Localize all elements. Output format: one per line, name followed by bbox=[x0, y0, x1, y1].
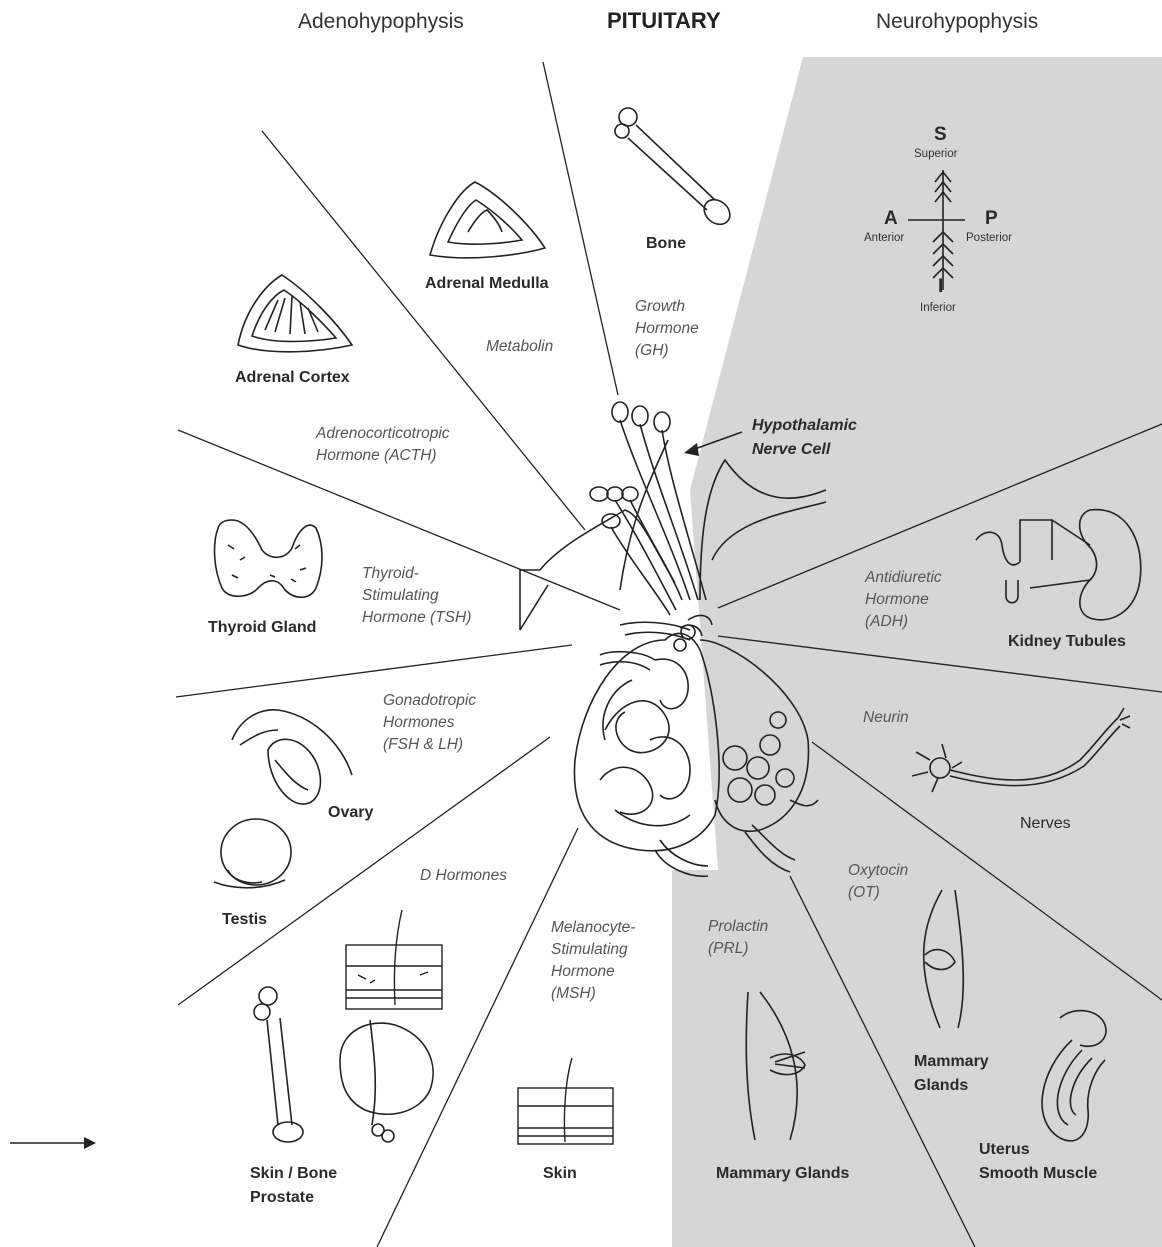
tsh-label: Thyroid- Stimulating Hormone (TSH) bbox=[362, 563, 471, 629]
gonadotropic-line-1: Gonadotropic bbox=[383, 690, 476, 712]
superior-letter: S bbox=[934, 124, 947, 146]
inferior-letter: I bbox=[938, 276, 943, 298]
hypothalamic-nerve-cell-label: Hypothalamic Nerve Cell bbox=[752, 414, 857, 462]
tsh-line-1: Thyroid- bbox=[362, 563, 471, 585]
prolactin-label: Prolactin (PRL) bbox=[708, 916, 768, 960]
gonadotropic-line-2: Hormones bbox=[383, 712, 476, 734]
testis-illustration bbox=[214, 819, 291, 888]
bone-illustration bbox=[615, 108, 735, 229]
adh-line-1: Antidiuretic bbox=[865, 567, 942, 589]
tsh-line-3: Hormone (TSH) bbox=[362, 607, 471, 629]
ovary-label: Ovary bbox=[328, 801, 373, 825]
msh-line-1: Melanocyte- bbox=[551, 917, 635, 939]
metabolin-label: Metabolin bbox=[486, 336, 553, 358]
skin-section-illustration-upper bbox=[346, 910, 442, 1009]
adrenal-medulla-label: Adrenal Medulla bbox=[425, 272, 549, 296]
adenohypophysis-heading: Adenohypophysis bbox=[298, 10, 464, 34]
smooth-muscle-line: Smooth Muscle bbox=[979, 1162, 1097, 1186]
adh-label: Antidiuretic Hormone (ADH) bbox=[865, 567, 942, 633]
gh-line-2: Hormone bbox=[635, 318, 699, 340]
testis-label: Testis bbox=[222, 908, 267, 932]
prl-line-2: (PRL) bbox=[708, 938, 768, 960]
gonadotropic-label: Gonadotropic Hormones (FSH & LH) bbox=[383, 690, 476, 756]
prl-line-1: Prolactin bbox=[708, 916, 768, 938]
adrenal-cortex-illustration bbox=[238, 275, 352, 352]
adh-line-2: Hormone bbox=[865, 589, 942, 611]
left-pointer-arrow bbox=[10, 1137, 96, 1149]
msh-label: Melanocyte- Stimulating Hormone (MSH) bbox=[551, 917, 635, 1005]
anterior-label: Anterior bbox=[864, 232, 904, 244]
skin-label: Skin bbox=[543, 1162, 577, 1186]
ot-line-1: Oxytocin bbox=[848, 860, 908, 882]
neurohypophysis-heading: Neurohypophysis bbox=[876, 10, 1038, 34]
adh-line-3: (ADH) bbox=[865, 611, 942, 633]
bone-label: Bone bbox=[646, 232, 686, 256]
gh-line-3: (GH) bbox=[635, 340, 699, 362]
skin-bone-line: Skin / Bone bbox=[250, 1162, 337, 1186]
glands-line: Glands bbox=[914, 1074, 989, 1098]
thyroid-gland-illustration bbox=[215, 520, 322, 597]
femur-illustration bbox=[254, 987, 303, 1142]
growth-hormone-label: Growth Hormone (GH) bbox=[635, 296, 699, 362]
uterus-line: Uterus bbox=[979, 1138, 1097, 1162]
skin-section-illustration-lower bbox=[518, 1058, 613, 1144]
skin-bone-prostate-label: Skin / Bone Prostate bbox=[250, 1162, 337, 1210]
msh-line-4: (MSH) bbox=[551, 983, 635, 1005]
inferior-label: Inferior bbox=[920, 302, 956, 314]
mammary-line: Mammary bbox=[914, 1050, 989, 1074]
acth-line-1: Adrenocorticotropic bbox=[316, 423, 450, 445]
adrenal-cortex-label: Adrenal Cortex bbox=[235, 366, 350, 390]
acth-label: Adrenocorticotropic Hormone (ACTH) bbox=[316, 423, 450, 467]
adrenal-medulla-illustration bbox=[430, 182, 545, 258]
msh-line-3: Hormone bbox=[551, 961, 635, 983]
ovary-illustration bbox=[232, 710, 352, 804]
uterus-smooth-muscle-label: Uterus Smooth Muscle bbox=[979, 1138, 1097, 1186]
prostate-line: Prostate bbox=[250, 1186, 337, 1210]
d-hormones-label: D Hormones bbox=[420, 865, 507, 887]
superior-label: Superior bbox=[914, 148, 957, 160]
ot-line-2: (OT) bbox=[848, 882, 908, 904]
anterior-letter: A bbox=[884, 208, 898, 230]
prostate-illustration bbox=[340, 1020, 433, 1142]
neurin-label: Neurin bbox=[863, 707, 909, 729]
tsh-line-2: Stimulating bbox=[362, 585, 471, 607]
mammary-glands-right-label: Mammary Glands bbox=[914, 1050, 989, 1098]
msh-line-2: Stimulating bbox=[551, 939, 635, 961]
pituitary-title: PITUITARY bbox=[607, 8, 721, 34]
posterior-label: Posterior bbox=[966, 232, 1012, 244]
gh-line-1: Growth bbox=[635, 296, 699, 318]
oxytocin-label: Oxytocin (OT) bbox=[848, 860, 908, 904]
callout-line-1: Hypothalamic bbox=[752, 414, 857, 438]
nerves-label: Nerves bbox=[1020, 812, 1071, 836]
posterior-letter: P bbox=[985, 208, 998, 230]
callout-line-2: Nerve Cell bbox=[752, 438, 857, 462]
mammary-glands-bottom-label: Mammary Glands bbox=[716, 1162, 849, 1186]
thyroid-gland-label: Thyroid Gland bbox=[208, 616, 316, 640]
gonadotropic-line-3: (FSH & LH) bbox=[383, 734, 476, 756]
acth-line-2: Hormone (ACTH) bbox=[316, 445, 450, 467]
kidney-tubules-label: Kidney Tubules bbox=[1008, 630, 1126, 654]
